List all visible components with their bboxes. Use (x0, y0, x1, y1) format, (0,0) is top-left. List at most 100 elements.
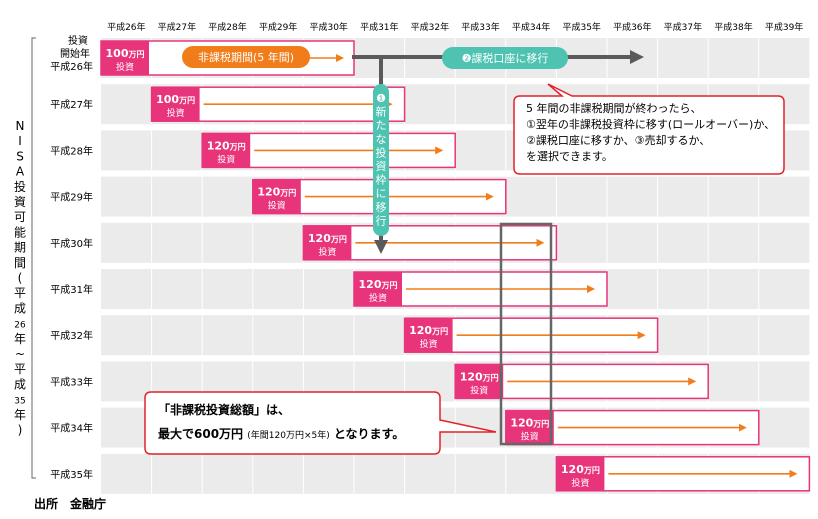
year-header: 平成34年 (512, 21, 550, 33)
vertical-title-char: A (16, 165, 25, 179)
vertical-title-char: 可 (14, 210, 26, 224)
vertical-title-char: 平 (14, 286, 26, 300)
total-highlight-column (499, 222, 553, 446)
year-header: 平成28年 (208, 21, 246, 33)
year-header: 平成32年 (411, 21, 449, 33)
investment-amount: 120万円 (409, 324, 448, 337)
row-header-line2: 開始年 (60, 47, 90, 60)
rollover-char: 新 (376, 105, 387, 119)
svg-text:最大で600万円 (年間120万円×5年): 最大で600万円 (年間120万円×5年) となります。 (158, 426, 404, 441)
investment-sub: 投資 (167, 107, 185, 119)
row-label: 平成28年 (50, 144, 93, 157)
row-label: 平成29年 (50, 191, 93, 204)
vertical-title-char: ) (18, 423, 23, 437)
vertical-title-char: 成 (14, 377, 26, 391)
row-label: 平成27年 (50, 98, 93, 111)
investment-sub: 投資 (420, 338, 438, 350)
rollover-char: 資 (376, 160, 387, 173)
options-line-3: ②課税口座に移すか、③売却するか、 (526, 133, 710, 147)
year-header: 平成38年 (714, 21, 752, 33)
rollover-pill (373, 84, 389, 236)
rollover-char: 投 (376, 145, 387, 159)
vertical-title-char: 35 (14, 397, 25, 407)
year-header: 平成31年 (360, 21, 398, 33)
vertical-title-char: ( (18, 271, 23, 285)
tax-free-period-label: 非課税期間(5 年間) (198, 50, 294, 64)
year-header: 平成35年 (562, 21, 600, 33)
total-line-2-main: 最大で600万円 (158, 426, 243, 441)
taxable-transfer-pill: ❷課税口座に移行 (442, 47, 568, 69)
vertical-title-char: 期 (14, 241, 26, 255)
rollover-char: 移 (376, 201, 387, 214)
investment-amount: 120万円 (359, 278, 398, 291)
total-line-2-end: となります。 (334, 427, 404, 441)
investment-amount: 100万円 (106, 47, 145, 60)
vertical-title-char: I (18, 134, 22, 148)
investment-amount: 120万円 (308, 232, 347, 245)
vertical-title-char: ~ (15, 347, 25, 361)
row-label: 平成32年 (50, 329, 93, 342)
investment-sub: 投資 (116, 61, 134, 73)
vertical-title-bracket (31, 37, 36, 479)
year-header: 平成37年 (664, 21, 702, 33)
investment-amount: 100万円 (156, 93, 195, 106)
vertical-title-char: S (16, 149, 24, 163)
vertical-title-char: 資 (14, 195, 26, 209)
row-label: 平成30年 (50, 237, 93, 250)
vertical-title-char: 能 (14, 225, 26, 239)
investment-amount: 120万円 (460, 370, 499, 383)
year-header: 平成36年 (613, 21, 651, 33)
total-line-1: 「非課税投資総額」は、 (158, 402, 290, 417)
row-label: 平成35年 (50, 468, 93, 481)
year-header: 平成27年 (158, 21, 196, 33)
options-line-1: 5 年間の非課税期間が終わったら、 (526, 101, 702, 115)
source-label: 出所 金融庁 (34, 496, 106, 511)
year-header: 平成33年 (461, 21, 499, 33)
year-header: 平成39年 (765, 21, 803, 33)
taxable-transfer-label: ❷課税口座に移行 (462, 51, 549, 65)
investment-amount: 120万円 (257, 186, 296, 199)
options-callout: 5 年間の非課税期間が終わったら、 ①翌年の非課税投資枠に移す(ロールオーバー)… (513, 83, 785, 175)
options-line-2: ①翌年の非課税投資枠に移す(ロールオーバー)か、 (526, 117, 775, 131)
options-line-4: を選択できます。 (526, 149, 613, 163)
investment-sub: 投資 (521, 431, 539, 443)
rollover-char: 枠 (376, 173, 387, 187)
vertical-title-char: 投 (14, 179, 26, 194)
vertical-title-char: 年 (14, 332, 26, 346)
row-label: 平成34年 (50, 422, 93, 435)
investment-amount: 120万円 (207, 139, 246, 152)
vertical-title-char: 26 (14, 321, 26, 331)
investment-amount: 120万円 (510, 417, 549, 430)
investment-amount: 120万円 (561, 463, 600, 476)
total-callout: 「非課税投資総額」は、 最大で600万円 (年間120万円×5年) となります。 (144, 391, 497, 455)
rollover-char: 行 (376, 214, 387, 227)
vertical-title-char: 成 (14, 301, 26, 315)
vertical-title-char: N (16, 119, 25, 133)
row-label: 平成31年 (50, 283, 93, 296)
investment-sub: 投資 (268, 200, 286, 212)
row-header-line1: 投資 (68, 34, 88, 47)
row-label: 平成33年 (50, 375, 93, 388)
year-header-row: 平成26年平成27年平成28年平成29年平成30年平成31年平成32年平成33年… (107, 21, 803, 33)
investment-sub: 投資 (470, 384, 488, 396)
rollover-char: な (376, 133, 387, 146)
tax-free-period-pill: 非課税期間(5 年間) (182, 46, 310, 68)
total-line-2-note: (年間120万円×5年) (247, 429, 329, 441)
rollover-char: ❶ (376, 92, 386, 105)
investment-sub: 投資 (571, 477, 589, 489)
investment-sub: 投資 (369, 292, 387, 304)
rollover-char: に (376, 187, 387, 200)
vertical-title-char: 間 (14, 256, 26, 270)
